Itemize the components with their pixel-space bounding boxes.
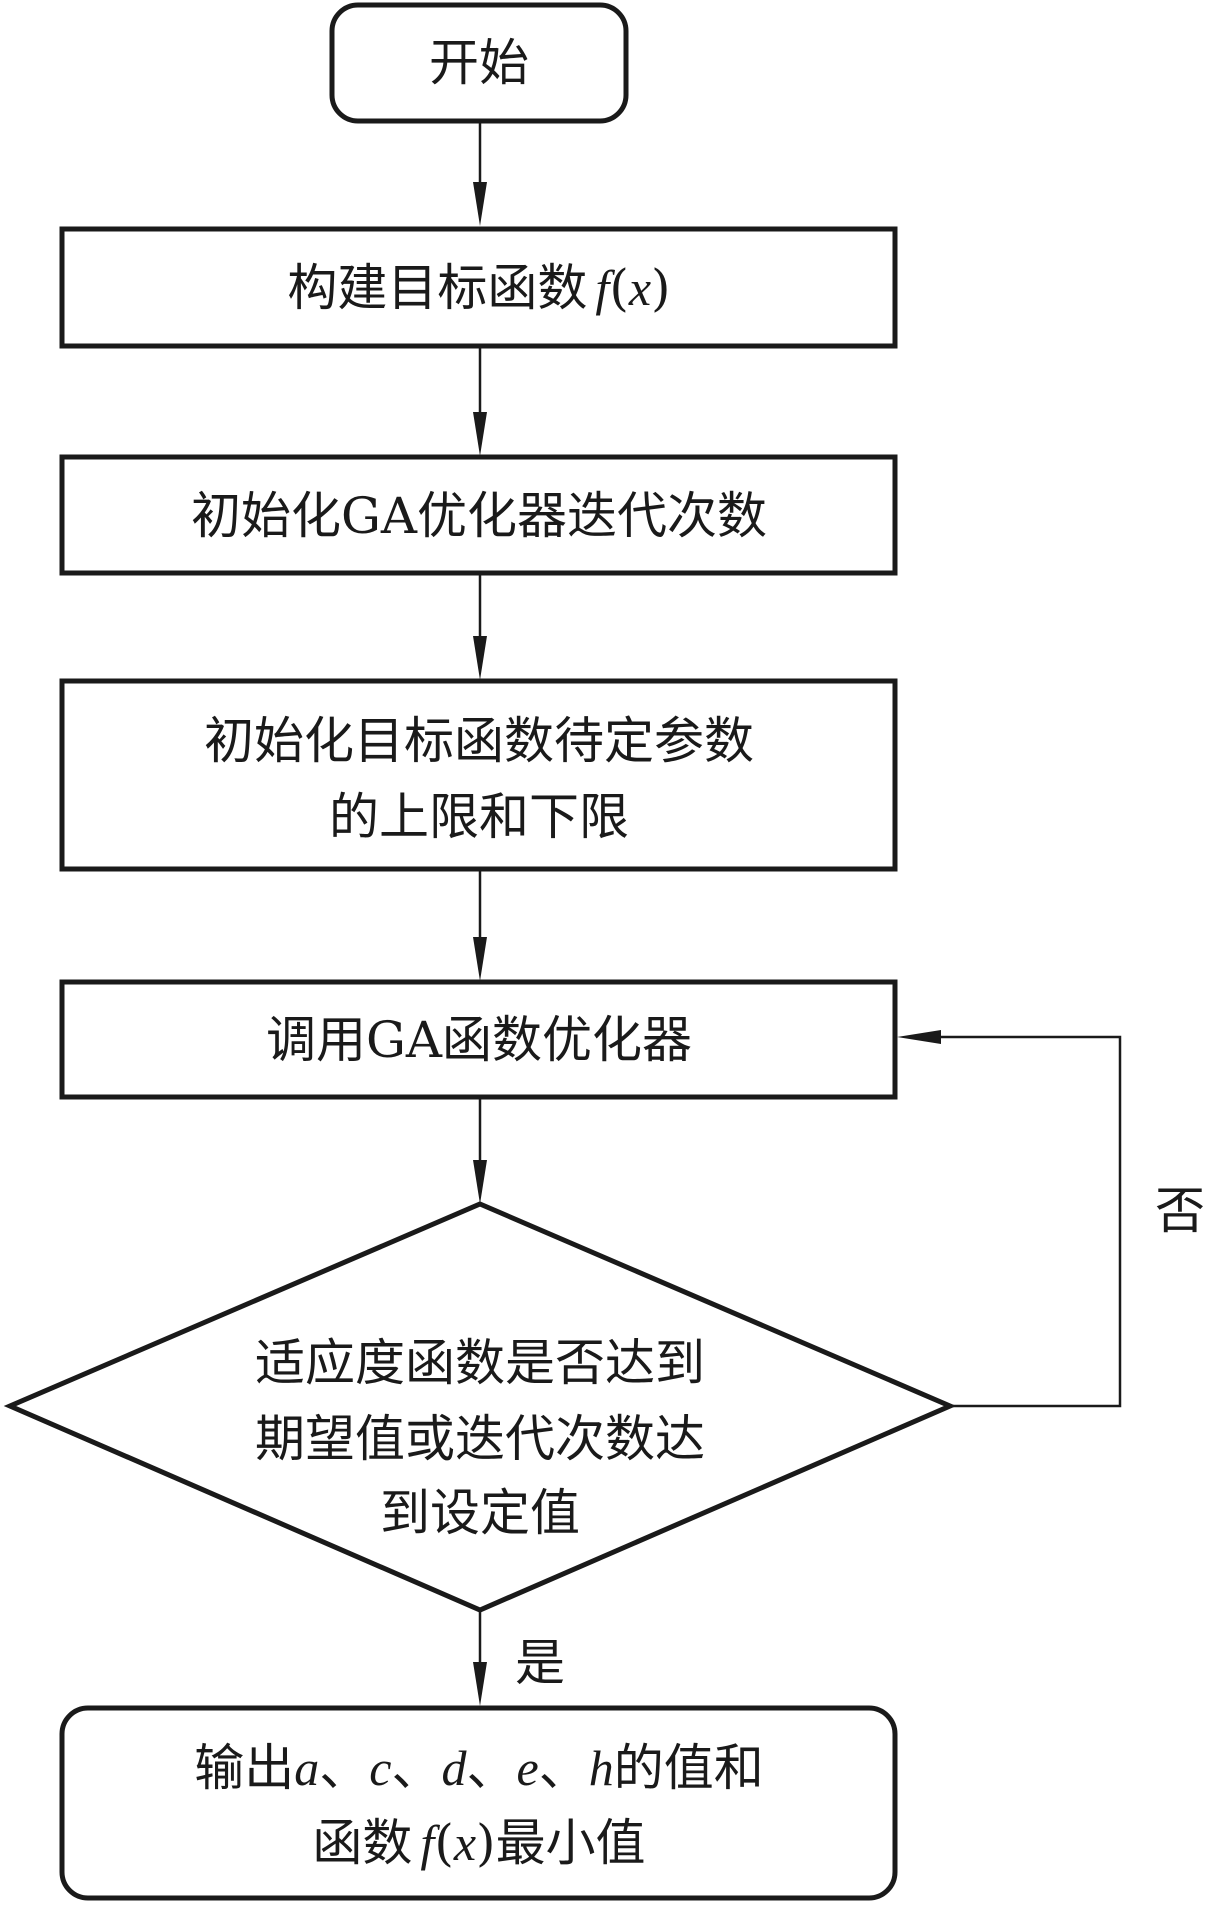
arrowhead [897, 1030, 941, 1044]
arrowhead [473, 182, 487, 226]
arrow-no-loop [911, 1035, 1122, 1408]
step-init-iterations-label: 初始化GA优化器迭代次数 [191, 487, 767, 545]
step-call-ga [59, 979, 898, 1100]
decision-line2: 期望值或迭代次数达 [255, 1410, 705, 1468]
decision-node [3, 1201, 957, 1613]
arrowhead [473, 937, 487, 981]
step-init-bounds [59, 678, 898, 872]
arrowhead [473, 1662, 487, 1706]
arrowhead [473, 636, 487, 680]
end-node [59, 1705, 898, 1901]
yes-label: 是 [515, 1634, 565, 1692]
step-init-bounds-line1: 初始化目标函数待定参数 [204, 712, 754, 770]
step-call-ga-label: 调用GA函数优化器 [266, 1011, 692, 1069]
step-build-objective [59, 226, 898, 349]
step-init-bounds-line2: 的上限和下限 [329, 788, 629, 846]
arrowhead [473, 1160, 487, 1204]
no-label: 否 [1155, 1182, 1205, 1240]
end-line1: 输出a、c、d、e、h的值和 [194, 1739, 763, 1797]
step-init-iterations [59, 454, 898, 576]
decision-line3: 到设定值 [380, 1484, 580, 1542]
decision-line1: 适应度函数是否达到 [255, 1334, 705, 1392]
arrowhead [473, 412, 487, 456]
start-label: 开始 [429, 34, 529, 92]
